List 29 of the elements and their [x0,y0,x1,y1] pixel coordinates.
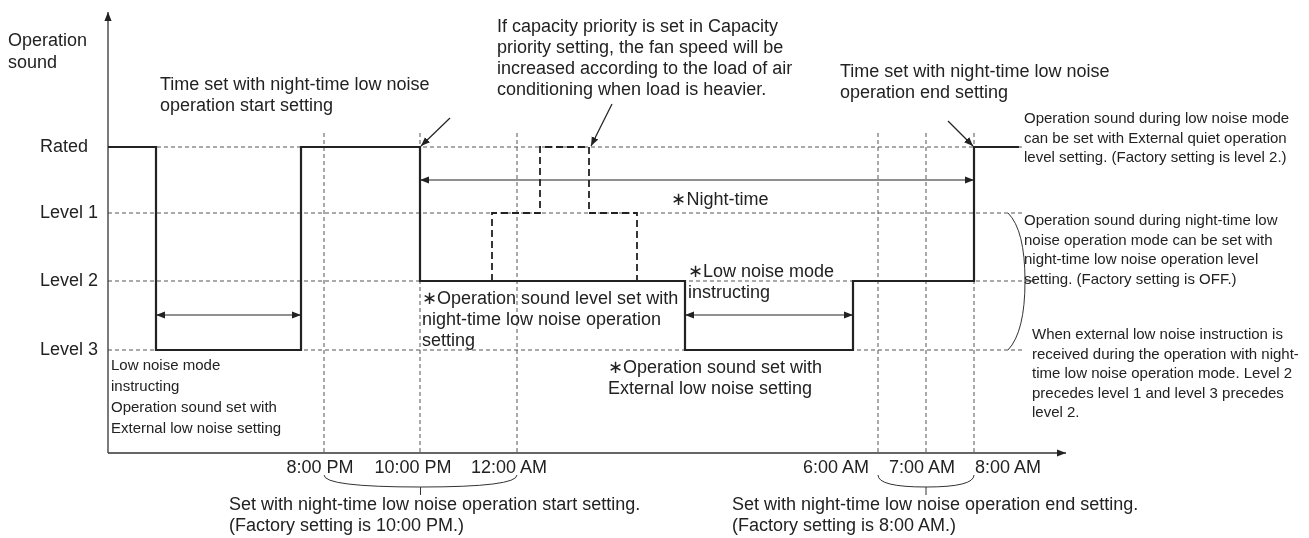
annotation-text: Low noise mode instructing [111,355,222,396]
callout-text: If capacity priority is set in Capacity priority setting, the fan speed will be increased according to the load of air conditioning when load is heavier. [497,16,794,100]
time-tick-label: 6:00 AM [801,457,870,478]
level-label: Level 2 [38,270,98,291]
leader-line [590,103,613,147]
span-label: ∗Low noise mode instructing [688,261,836,303]
time-tick-label: 12:00 AM [469,457,549,478]
note-text: Set with night-time low noise operation start setting. (Factory setting is 10:00 PM.) [229,494,642,536]
time-tick-label: 8:00 AM [973,457,1042,478]
annotation-text: ∗Operation sound set with External low noise setting [608,357,824,399]
callout-text: Time set with night-time low noise operation start setting [160,74,431,116]
level-label: Level 3 [38,339,98,360]
leader-line [947,120,974,147]
axis-title: Operation sound [8,29,89,73]
note-text: Operation sound during low noise mode can be set with External quiet operation level setting. (Factory setting is level 2.) [1024,108,1291,167]
sound-level-graph [108,145,1019,352]
note-text: When external low noise instruction is received during the operation with night-time low noise operation mode. Level 2 precedes level 1 and level 3 precedes level 2. [1032,324,1300,422]
annotation-text: Operation sound set with External low noise setting [111,397,283,438]
note-text: Set with night-time low noise operation end setting. (Factory setting is 8:00 AM.) [732,494,1140,536]
time-tick-label: 7:00 AM [887,457,956,478]
callout-text: Time set with night-time low noise operation end setting [840,61,1111,103]
span-label: ∗Night-time [670,189,770,210]
time-tick-label: 8:00 PM [285,457,355,478]
note-text: Operation sound during night-time low noise operation mode can be set with night-time low noise operation level setting. (Factory setting is OFF.) [1024,210,1279,288]
level-label: Level 1 [38,202,98,223]
level-label: Rated [38,136,88,157]
leader-line [420,117,451,147]
time-tick-label: 10:00 PM [373,457,453,478]
annotation-text: ∗Operation sound level set with night-time low noise operation setting [422,288,680,351]
